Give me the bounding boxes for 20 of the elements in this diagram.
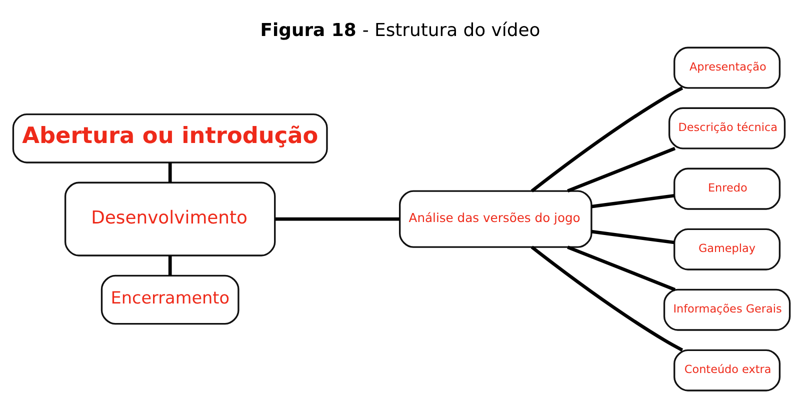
- connector: [567, 146, 676, 193]
- node-box: Encerramento: [100, 274, 240, 325]
- node-box: Gameplay: [674, 228, 781, 270]
- node-box: Apresentação: [674, 46, 781, 89]
- diagram-title: Figura 18 - Estrutura do vídeo: [260, 20, 540, 42]
- node-box: Descrição técnica: [668, 107, 786, 150]
- connector: [168, 162, 172, 183]
- connector: [591, 194, 675, 208]
- connector: [168, 256, 172, 276]
- node-box: Desenvolvimento: [64, 182, 276, 256]
- node-box: Análise das versões do jogo: [398, 190, 592, 248]
- connector: [530, 86, 684, 192]
- connector: [567, 246, 676, 292]
- node-box: Enredo: [674, 168, 781, 210]
- node-box: Abertura ou introdução: [12, 113, 328, 164]
- node-box: Conteúdo extra: [674, 349, 781, 392]
- node-box: Informações Gerais: [663, 288, 791, 331]
- connector: [591, 230, 675, 244]
- connector: [275, 217, 400, 221]
- connector: [530, 246, 684, 352]
